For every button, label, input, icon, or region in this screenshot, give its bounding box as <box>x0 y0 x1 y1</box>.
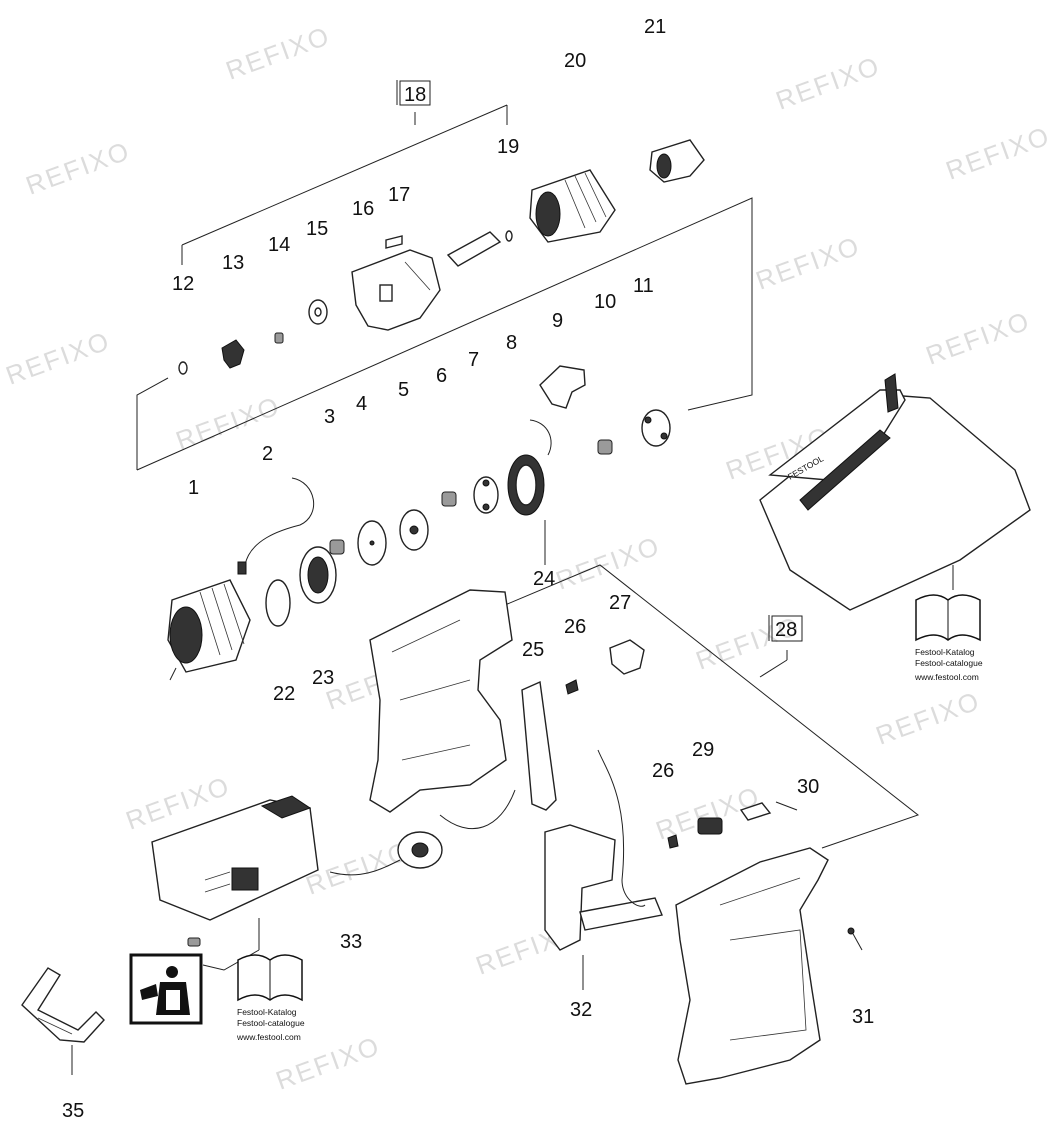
label-15: 15 <box>306 218 328 240</box>
label-9: 9 <box>552 310 563 332</box>
label-18: 18 <box>404 84 426 106</box>
label-31: 31 <box>852 1006 874 1028</box>
watermark: REFIXO <box>22 135 134 200</box>
part-12-oring <box>178 361 188 375</box>
part-24-spring-clip <box>529 419 552 456</box>
label-17: 17 <box>388 184 410 206</box>
part-28-housing-half <box>369 589 513 813</box>
catalog-line2: Festool-catalogue <box>237 1018 305 1028</box>
label-5: 5 <box>398 379 409 401</box>
label-35: 35 <box>62 1100 84 1122</box>
watermark: REFIXO <box>922 305 1034 370</box>
part-17-spring <box>385 235 403 249</box>
part-29-switch <box>697 817 723 835</box>
part-14-pin <box>274 332 284 344</box>
watermark: REFIXO <box>222 20 334 85</box>
label-14: 14 <box>268 234 290 256</box>
part-25-cover-plate <box>521 680 557 811</box>
label-29: 29 <box>692 739 714 761</box>
part-35-belt-clip <box>21 967 105 1043</box>
boxed-label-18: 18 <box>396 80 431 106</box>
label-27: 27 <box>609 592 631 614</box>
catalog-url: www.festool.com <box>914 672 979 682</box>
label-26b: 26 <box>652 760 674 782</box>
label-8: 8 <box>506 332 517 354</box>
outer-housing <box>675 847 829 1085</box>
label-6: 6 <box>436 365 447 387</box>
watermark: REFIXO <box>2 325 114 390</box>
part-2-cable <box>237 477 315 575</box>
catalog-url: www.festool.com <box>236 1032 301 1042</box>
watermark: REFIXO <box>872 685 984 750</box>
part-23-flange <box>299 546 337 604</box>
part-number-labels: 1 2 3 4 5 6 7 8 9 10 11 12 13 14 15 16 1… <box>62 16 874 1122</box>
label-26a: 26 <box>564 616 586 638</box>
small-battery-clip <box>187 937 201 947</box>
part-31-screw <box>847 927 863 951</box>
part-4-disc <box>357 520 387 566</box>
label-33: 33 <box>340 931 362 953</box>
leader-lines <box>71 104 954 1075</box>
catalog-icon-left: Festool-Katalog Festool-catalogue www.fe… <box>236 954 305 1042</box>
watermark: REFIXO <box>552 530 664 595</box>
service-technician-icon <box>129 953 203 1025</box>
label-2: 2 <box>262 443 273 465</box>
watermark: REFIXO <box>752 230 864 295</box>
boxed-label-28: 28 <box>768 615 803 642</box>
label-4: 4 <box>356 393 367 415</box>
label-25: 25 <box>522 639 544 661</box>
label-13: 13 <box>222 252 244 274</box>
part-8-ring-gear <box>507 454 545 516</box>
part-6-gear <box>441 491 457 507</box>
part-11-planet-carrier <box>641 409 671 447</box>
part-7-planet-carrier <box>473 476 499 514</box>
spindle-assembly <box>446 230 513 267</box>
label-32: 32 <box>570 999 592 1021</box>
label-23: 23 <box>312 667 334 689</box>
label-19: 19 <box>497 136 519 158</box>
catalog-line2: Festool-catalogue <box>915 658 983 668</box>
part-26-spring-clip <box>565 679 579 695</box>
label-24: 24 <box>533 568 555 590</box>
label-12: 12 <box>172 273 194 295</box>
label-21: 21 <box>644 16 666 38</box>
catalog-line1: Festool-Katalog <box>915 647 975 657</box>
part-13-clip <box>221 339 245 369</box>
watermark: REFIXO <box>772 50 884 115</box>
label-1: 1 <box>188 477 199 499</box>
label-22: 22 <box>273 683 295 705</box>
part-1-motor <box>167 579 251 681</box>
label-11: 11 <box>633 275 654 297</box>
part-30-label-plate <box>739 802 772 821</box>
part-20-chuck <box>529 169 616 243</box>
part-10-gear <box>597 439 613 455</box>
label-7: 7 <box>468 349 479 371</box>
watermark: REFIXO <box>302 835 414 900</box>
label-16: 16 <box>352 198 374 220</box>
charger: FESTOOL <box>759 373 1031 611</box>
part-9-switch-lever <box>539 365 586 409</box>
catalog-icon-right: Festool-Katalog Festool-catalogue www.fe… <box>914 594 983 682</box>
part-15-washer <box>308 299 328 325</box>
label-20: 20 <box>564 50 586 72</box>
label-10: 10 <box>594 291 616 313</box>
part-26-small-clip <box>667 834 679 849</box>
part-21-bit-holder <box>649 139 705 183</box>
part-16-gear-housing <box>351 249 441 331</box>
battery-pack <box>151 795 319 921</box>
label-30: 30 <box>797 776 819 798</box>
label-28: 28 <box>775 619 797 641</box>
part-32-electronics-module <box>544 749 663 951</box>
watermark: REFIXO <box>942 120 1053 185</box>
part-5-sun-gear-carrier <box>399 509 429 551</box>
part-33-fan-wiring <box>329 789 516 876</box>
part-22-ring <box>265 579 291 627</box>
part-27-switch-button <box>609 639 645 675</box>
catalog-line1: Festool-Katalog <box>237 1007 297 1017</box>
part-3-pinion <box>329 539 345 555</box>
label-3: 3 <box>324 406 335 428</box>
